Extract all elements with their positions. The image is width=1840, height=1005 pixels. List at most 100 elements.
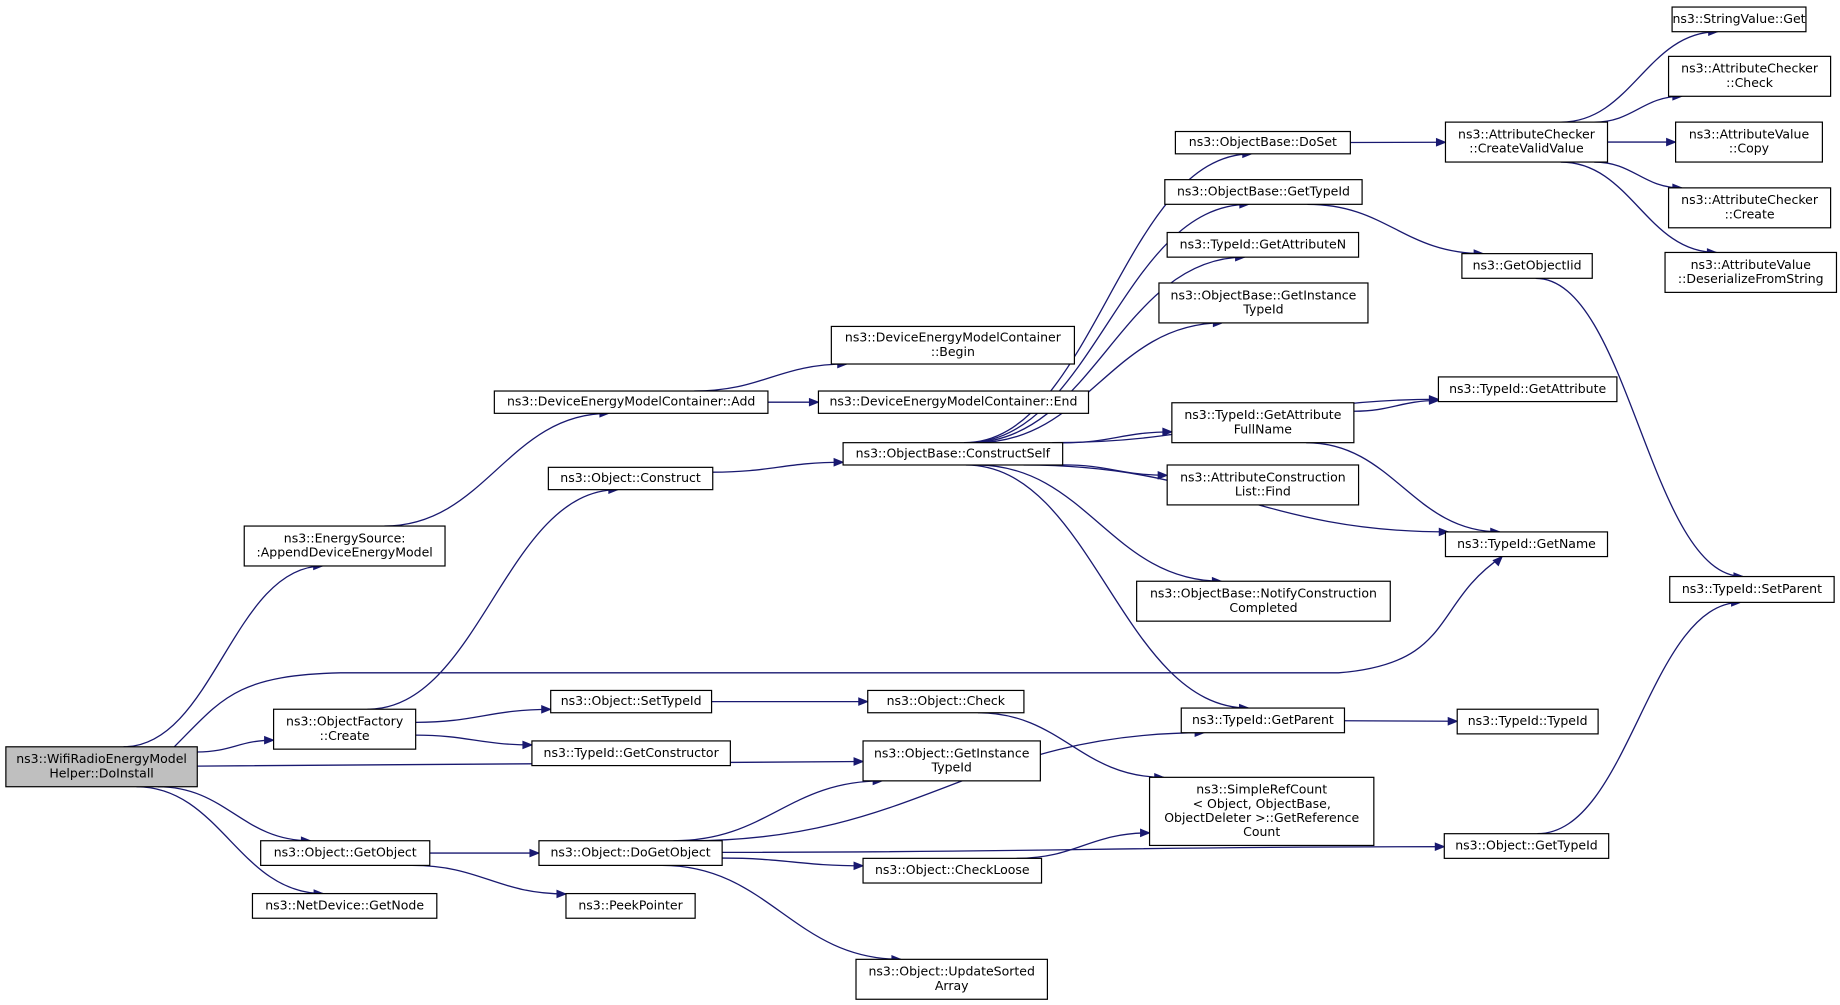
edge-root-to-appendDEM [123, 565, 323, 748]
edge-objConstruct-to-constructSelf [712, 461, 844, 473]
node-label-line: ns3::Object::UpdateSorted [868, 964, 1034, 979]
node-demcbegin[interactable]: ns3::DeviceEnergyModelContainer::Begin [830, 325, 1076, 365]
node-doset[interactable]: ns3::ObjectBase::DoSet [1174, 130, 1351, 155]
node-objgettypeid[interactable]: ns3::Object::GetTypeId [1443, 833, 1610, 859]
edge-constructSelf-to-obGetInstTid [975, 322, 1223, 444]
node-strget[interactable]: ns3::StringValue::Get [1671, 6, 1807, 33]
node-objgetobject[interactable]: ns3::Object::GetObject [260, 840, 431, 866]
arrowhead-ofCreate-to-setTypeId [541, 705, 553, 714]
node-settypeid[interactable]: ns3::Object::SetTypeId [550, 689, 713, 714]
node-avcopy[interactable]: ns3::AttributeValue::Copy [1675, 121, 1823, 163]
node-label-line: FullName [1234, 421, 1293, 436]
node-label-line: ::Begin [931, 344, 975, 359]
node-label-line: ns3::TypeId::GetAttribute [1449, 381, 1606, 396]
node-ndgetnode[interactable]: ns3::NetDevice::GetNode [251, 892, 438, 919]
edge-root-to-objGetObject [157, 786, 311, 842]
node-obgettypeid[interactable]: ns3::ObjectBase::GetTypeId [1164, 179, 1363, 205]
node-box [1456, 708, 1599, 735]
node-label-line: ns3::GetObjectIid [1473, 257, 1582, 272]
node-label-line: ns3::TypeId::GetParent [1192, 712, 1334, 727]
node-appenddem[interactable]: ns3::EnergySource::AppendDeviceEnergyMod… [243, 525, 446, 567]
edge-createValid-to-acCheck [1594, 95, 1682, 123]
node-getobjectiid[interactable]: ns3::GetObjectIid [1461, 253, 1593, 279]
node-box [1180, 707, 1346, 734]
call-graph-edges [123, 27, 1745, 964]
arrowhead-createValid-to-avCopy [1666, 137, 1677, 147]
node-box [1171, 402, 1355, 444]
node-label-line: ns3::ObjectBase::GetTypeId [1177, 183, 1350, 198]
node-getparent[interactable]: ns3::TypeId::GetParent [1180, 707, 1346, 734]
node-srcgetref[interactable]: ns3::SimpleRefCount< Object, ObjectBase,… [1148, 776, 1375, 847]
node-label-line: ns3::DeviceEnergyModelContainer::End [830, 394, 1078, 409]
edge-objGetObject-to-peekPtr [411, 864, 566, 895]
node-box [1664, 251, 1838, 293]
node-box [565, 892, 696, 919]
node-box [1174, 130, 1351, 155]
node-ofcreate[interactable]: ns3::ObjectFactory::Create [272, 708, 417, 750]
node-box [867, 689, 1025, 714]
node-root[interactable]: ns3::WifiRadioEnergyModelHelper::DoInsta… [5, 746, 198, 788]
edge-appendDEM-to-demcAdd [384, 412, 609, 527]
node-box [260, 840, 431, 866]
arrowhead-constructSelf-to-getName [1438, 527, 1450, 537]
node-demcend[interactable]: ns3::DeviceEnergyModelContainer::End [817, 390, 1090, 414]
arrowhead-doSet-to-createValid [1435, 137, 1447, 147]
node-label-line: ns3::Object::GetInstance [874, 745, 1030, 760]
edge-constructSelf-to-getParent [965, 464, 1249, 709]
node-box [862, 857, 1043, 884]
node-getattrn[interactable]: ns3::TypeId::GetAttributeN [1166, 231, 1360, 258]
edge-constructSelf-to-getAttrN [969, 256, 1245, 444]
node-box [817, 390, 1090, 414]
node-getctor[interactable]: ns3::TypeId::GetConstructor [531, 740, 731, 767]
node-label-line: ns3::AttributeChecker [1681, 61, 1819, 76]
node-label-line: ns3::StringValue::Get [1672, 11, 1805, 26]
edge-ofCreate-to-getCtor [415, 734, 532, 746]
arrowhead-objGetObject-to-peekPtr [556, 889, 568, 899]
node-createvalid[interactable]: ns3::AttributeChecker::CreateValidValue [1444, 121, 1609, 163]
node-label-line: List::Find [1235, 484, 1291, 499]
edge-root-to-getName [173, 556, 1503, 748]
node-label-line: ::Create [1725, 206, 1775, 221]
node-box [538, 840, 723, 866]
edge-doGetObject-to-checkLoose [722, 857, 864, 867]
node-accheck[interactable]: ns3::AttributeChecker::Check [1667, 55, 1832, 97]
node-label-line: ::Copy [1729, 141, 1770, 156]
call-graph-nodes: ns3::WifiRadioEnergyModelHelper::DoInsta… [5, 6, 1838, 1000]
node-demcadd[interactable]: ns3::DeviceEnergyModelContainer::Add [493, 390, 769, 414]
node-setparent[interactable]: ns3::TypeId::SetParent [1669, 575, 1835, 603]
edge-ofCreate-to-setTypeId [415, 708, 551, 723]
node-dogetobject[interactable]: ns3::Object::DoGetObject [538, 840, 723, 866]
node-label-line: ns3::TypeId::TypeId [1468, 713, 1588, 728]
node-label-line: ns3::EnergySource: [284, 530, 406, 545]
edge-constructSelf-to-notifyCC [976, 464, 1222, 582]
node-label-line: ns3::AttributeValue [1691, 257, 1812, 272]
node-label-line: < Object, ObjectBase, [1193, 796, 1331, 811]
node-box [1437, 376, 1618, 403]
node-peekptr[interactable]: ns3::PeekPointer [565, 892, 696, 919]
node-label-line: ::Create [320, 728, 370, 743]
node-checkloose[interactable]: ns3::Object::CheckLoose [862, 857, 1043, 884]
node-label-line: ::Check [1726, 75, 1774, 90]
node-label-line: ns3::ObjectBase::ConstructSelf [856, 445, 1051, 460]
node-label-line: ns3::TypeId::GetAttributeN [1180, 236, 1346, 251]
node-box [1667, 187, 1832, 229]
node-getattr[interactable]: ns3::TypeId::GetAttribute [1437, 376, 1618, 403]
node-avdeser[interactable]: ns3::AttributeValue::DeserializeFromStri… [1664, 251, 1838, 293]
arrowhead-objGetObject-to-doGetObject [529, 848, 541, 858]
node-box [1444, 531, 1609, 558]
node-notifycc[interactable]: ns3::ObjectBase::NotifyConstructionCompl… [1136, 580, 1391, 622]
node-getname[interactable]: ns3::TypeId::GetName [1444, 531, 1609, 558]
node-accreate[interactable]: ns3::AttributeChecker::Create [1667, 187, 1832, 229]
node-objcheck[interactable]: ns3::Object::Check [867, 689, 1025, 714]
node-constructself[interactable]: ns3::ObjectBase::ConstructSelf [842, 442, 1064, 466]
node-tidtid[interactable]: ns3::TypeId::TypeId [1456, 708, 1599, 735]
node-label-line: ns3::Object::DoGetObject [550, 845, 710, 860]
arrowhead-constructSelf-to-acListFind [1157, 471, 1169, 480]
arrowhead-getAttrFullName-to-getAttr [1428, 396, 1440, 405]
node-objconstruct[interactable]: ns3::Object::Construct [547, 466, 714, 491]
